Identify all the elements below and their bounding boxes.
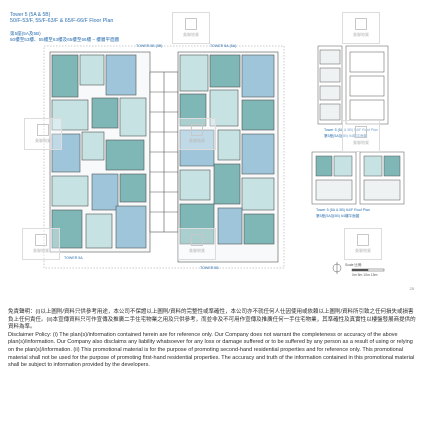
scale-label: Scale 比例:	[345, 263, 363, 267]
inset-lower-title-zh: 第5座(5A及5B) 64樓平面圖	[316, 214, 360, 218]
scale-range: 0m 5m 10m 15m	[352, 273, 378, 277]
watermark-text: 美聯物業	[33, 248, 49, 253]
watermark-text: 美聯物業	[35, 138, 51, 143]
watermark-text: 美聯物業	[353, 140, 369, 145]
floor-range-title: 50/F-53/F, 55/F-63/F & 65/F-66/F Floor P…	[10, 18, 114, 24]
watermark-logo: 美聯物業	[172, 12, 210, 44]
watermark-logo-icon	[37, 124, 49, 136]
floor-plan-drawing	[43, 45, 405, 274]
watermark-logo: 美聯物業	[178, 228, 216, 260]
watermark-logo-icon	[355, 126, 367, 138]
watermark-text: 美聯物業	[183, 32, 199, 37]
watermark-text: 美聯物業	[189, 138, 205, 143]
disclaimer-block: 免責聲明：(i)以上圖則/資料只供參考用途，本公司不保證以上圖則/資料的完整性或…	[8, 309, 416, 370]
watermark-text: 美聯物業	[355, 248, 371, 253]
tower-5b-plan	[177, 51, 279, 263]
tower-5b-label: TOWER 5B	[200, 266, 219, 270]
watermark-logo: 美聯物業	[178, 118, 216, 150]
watermark-text: 美聯物業	[353, 32, 369, 37]
watermark-logo-icon	[35, 234, 47, 246]
watermark-logo: 美聯物業	[344, 228, 382, 260]
inset-lower-title: Tower 5 (5A & 5B) 64/F Roof Plan	[316, 208, 370, 212]
roof-plan-inset-lower	[311, 151, 405, 205]
watermark-logo-icon	[185, 18, 197, 30]
tower-title: Tower 5 (5A & 5B)	[10, 12, 51, 18]
site-boundary	[43, 45, 285, 269]
watermark-logo-icon	[355, 18, 367, 30]
tower-title-zh: 第5座(5A及5B)	[10, 31, 41, 36]
roof-plan-inset-upper	[317, 45, 389, 125]
disclaimer-en: Disclaimer Policy: (i) The plan(s)/infor…	[8, 331, 415, 369]
tower-5b-top-label: TOWER 5B (5B)	[136, 44, 163, 48]
disclaimer-zh: 免責聲明：(i)以上圖則/資料只供參考用途，本公司不保證以上圖則/資料的完整性或…	[8, 309, 416, 331]
watermark-logo: 美聯物業	[342, 120, 380, 152]
tower-5a-top-label: TOWER 5A (5A)	[210, 44, 237, 48]
watermark-logo-icon	[357, 234, 369, 246]
watermark-logo: 美聯物業	[22, 228, 60, 260]
north-arrow	[332, 262, 342, 274]
watermark-text: 美聯物業	[189, 248, 205, 253]
tower-5a-plan	[49, 51, 151, 253]
central-core	[149, 71, 179, 233]
page-number: 25	[409, 286, 414, 291]
inset-upper-title-zh: 第5座(5A及5B) 54樓平面圖	[324, 134, 368, 138]
floor-range-title-zh: 50樓至53樓、55樓至63樓及65樓至66樓 – 樓層平面圖	[10, 37, 120, 42]
watermark-logo-icon	[191, 234, 203, 246]
tower-5a-label: TOWER 5A	[64, 256, 83, 260]
watermark-logo: 美聯物業	[342, 12, 380, 44]
scale-bar	[351, 268, 385, 272]
inset-upper-title: Tower 5 (5A & 5B) 54/F Roof Plan	[324, 128, 378, 132]
watermark-logo-icon	[191, 124, 203, 136]
watermark-logo: 美聯物業	[24, 118, 62, 150]
